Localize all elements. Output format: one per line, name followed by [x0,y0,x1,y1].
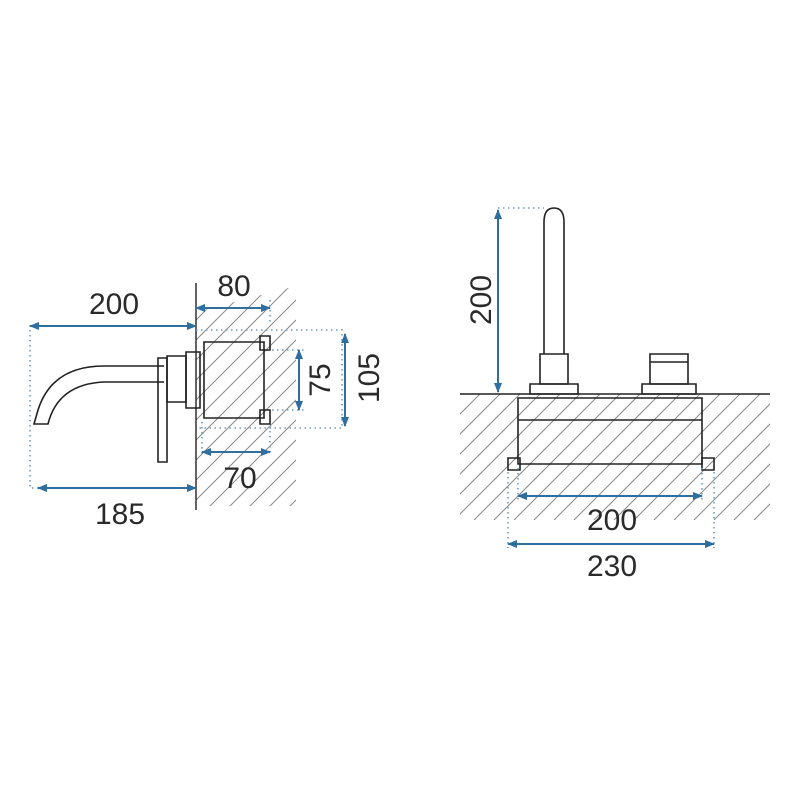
hatch-line [733,394,770,520]
hatch-line [713,394,770,520]
wall-hatching [196,280,756,510]
hatch-line [386,280,616,510]
label-spout-length: 185 [95,498,145,531]
hatch-line [473,394,601,520]
hatch-line [196,286,296,506]
spout-base [539,353,569,385]
label-body-width: 200 [587,504,637,537]
hatch-line [794,394,800,520]
hatch-line [506,280,736,510]
hatch-line [245,286,296,506]
concealed-body [203,341,265,419]
lever-handle [157,357,168,463]
plate-tab-right [701,457,715,471]
front-extension-lines [498,207,715,548]
mounting-plate-top [259,335,271,351]
label-body-height: 75 [304,363,337,396]
hatch-line [693,394,770,520]
hatch-line [673,394,770,520]
hatch-line [196,286,277,506]
hatch-line [533,394,661,520]
hatch-line [196,286,296,506]
hatch-line [493,394,621,520]
wall-hatching-front [460,394,800,520]
hatch-line [466,280,696,510]
spout-outline [32,365,164,425]
hatch-line [526,280,756,510]
hatch-line [460,394,481,520]
hatch-line [593,394,721,520]
hatch-line [225,286,296,506]
plate-tab-left [507,457,521,471]
hatch-line [513,394,641,520]
hatch-line [460,394,521,520]
spout-vertical [543,207,565,354]
side-view: 200 80 75 105 70 185 [29,270,756,531]
hatch-line [196,286,296,506]
hatch-line [774,394,800,520]
label-plate-width: 230 [587,550,637,583]
handle-knob [649,353,689,385]
hatch-line [205,286,296,506]
hatch-line [196,286,296,506]
label-wall-depth: 80 [217,270,250,303]
hatch-line [460,394,581,520]
hatch-line [633,394,761,520]
mounting-plate-bottom [259,409,271,425]
hatch-line [196,286,237,506]
collar [166,355,187,403]
hatch-line [196,286,296,506]
hatch-line [426,280,656,510]
hatch-line [460,394,561,520]
label-projection: 200 [89,288,139,321]
label-plate-height: 105 [353,353,386,403]
hatch-line [460,394,461,520]
hatch-line [196,286,296,506]
hatch-line [196,286,257,506]
hatch-line [653,394,770,520]
wall-rosette [185,351,201,409]
hatch-line [460,394,501,520]
label-spout-height: 200 [465,275,498,325]
label-body-depth: 70 [223,462,256,495]
hatch-line [613,394,741,520]
handle-rosette [641,383,697,395]
hatch-line [406,280,636,510]
hatch-line [460,394,541,520]
hatch-line [306,280,536,510]
front-view: 200 200 230 [460,207,800,583]
spout-rosette [529,383,579,395]
hatch-line [486,280,716,510]
hatch-line [553,394,681,520]
hatch-line [196,286,296,506]
hatch-line [573,394,701,520]
